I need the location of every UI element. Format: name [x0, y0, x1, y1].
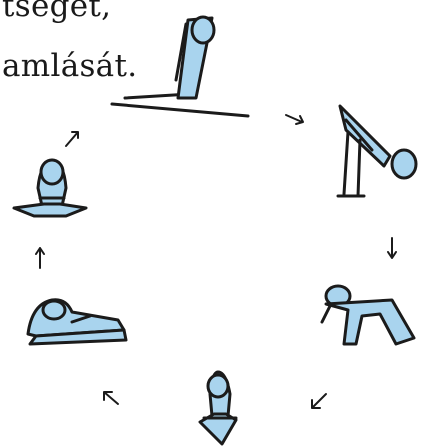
arrow-down-icon — [388, 238, 396, 258]
arrow-up-right-icon — [66, 132, 78, 146]
arrow-down-left-icon — [312, 394, 326, 408]
arrow-up-icon — [36, 248, 44, 268]
figure-lying-stretch — [28, 300, 126, 344]
arrow-down-right-icon — [286, 115, 303, 124]
figure-forward-bend — [338, 106, 416, 196]
figure-standing — [112, 17, 248, 116]
arrow-up-left-icon — [104, 392, 118, 404]
figure-seated-bottom — [200, 372, 236, 444]
figure-seated-top — [14, 160, 86, 216]
figure-bridge — [322, 286, 414, 344]
